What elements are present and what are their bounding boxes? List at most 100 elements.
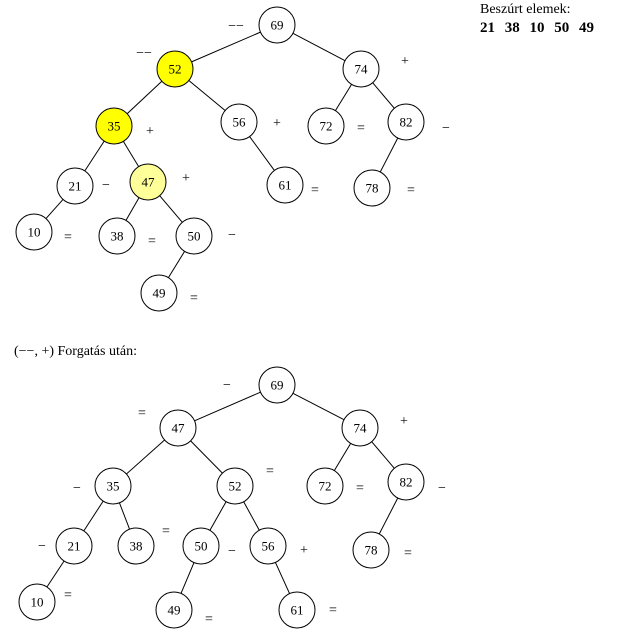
- node-key: 78: [366, 181, 379, 196]
- edge-82-78: [379, 137, 399, 173]
- node-circle: [258, 6, 296, 44]
- node-78: 78: [353, 169, 391, 207]
- balance-mark: =: [64, 588, 72, 603]
- node-circle: [266, 166, 304, 204]
- node-21: 21: [55, 527, 93, 565]
- node-circle: [175, 217, 213, 255]
- node-key: 82: [400, 475, 413, 490]
- edge-74-72: [334, 84, 353, 111]
- node-50: 50: [175, 217, 213, 255]
- edge-21-10: [46, 560, 65, 588]
- node-35: 35: [94, 467, 132, 505]
- node-circle: [159, 409, 197, 447]
- node-52: 52: [156, 50, 194, 88]
- node-key: 49: [168, 603, 181, 618]
- node-circle: [249, 527, 287, 565]
- edge-47-50: [159, 195, 183, 223]
- node-circle: [56, 167, 94, 205]
- node-key: 49: [153, 286, 166, 301]
- edge-52-50: [209, 501, 227, 531]
- edge-35-47: [122, 141, 140, 167]
- balance-mark: −: [73, 481, 81, 496]
- node-key: 78: [365, 543, 378, 558]
- node-key: 10: [28, 225, 41, 240]
- edge-47-38: [125, 197, 140, 221]
- node-21: 21: [56, 167, 94, 205]
- balance-mark: =: [311, 183, 319, 198]
- node-key: 69: [271, 18, 284, 33]
- node-circle: [306, 467, 344, 505]
- node-circle: [352, 531, 390, 569]
- node-key: 56: [233, 115, 247, 130]
- node-key: 21: [69, 179, 82, 194]
- node-key: 69: [271, 378, 284, 393]
- node-61: 61: [266, 166, 304, 204]
- node-69: 69: [258, 366, 296, 404]
- edge-52-35: [126, 80, 163, 115]
- node-52: 52: [216, 467, 254, 505]
- node-circle: [94, 467, 132, 505]
- node-key: 47: [172, 421, 186, 436]
- node-key: 47: [142, 175, 156, 190]
- edge-82-78: [378, 497, 399, 535]
- edge-69-52: [191, 31, 261, 63]
- node-key: 35: [108, 119, 121, 134]
- node-circle: [117, 527, 155, 565]
- node-47: 47: [159, 409, 197, 447]
- balance-mark: =: [356, 481, 364, 496]
- node-82: 82: [387, 463, 425, 501]
- edge-52-56: [188, 80, 226, 111]
- edge-50-49: [167, 251, 186, 278]
- node-circle: [342, 50, 380, 88]
- balance-mark: =: [162, 524, 170, 539]
- balance-mark: =: [357, 121, 365, 136]
- tree-after-rotation: 69−47=74+35−52=72=82−21−38=50−56+78=10=4…: [18, 366, 446, 629]
- node-56: 56: [220, 103, 258, 141]
- edge-74-82: [372, 82, 395, 109]
- edge-52-56: [243, 501, 260, 531]
- node-circle: [95, 107, 133, 145]
- balance-mark: =: [329, 603, 337, 618]
- node-circle: [182, 527, 220, 565]
- node-circle: [387, 103, 425, 141]
- edge-56-61: [249, 136, 275, 171]
- node-49: 49: [140, 274, 178, 312]
- rotation-caption: (−−, +) Forgatás után:: [14, 344, 137, 359]
- balance-mark: +: [273, 116, 281, 131]
- balance-mark: +: [300, 543, 308, 558]
- balance-mark: =: [205, 612, 213, 627]
- balance-mark: −: [438, 481, 446, 496]
- node-72: 72: [306, 467, 344, 505]
- node-56: 56: [249, 527, 287, 565]
- balance-mark: −−: [228, 19, 244, 34]
- balance-mark: =: [138, 406, 146, 421]
- node-key: 56: [262, 539, 276, 554]
- node-circle: [156, 50, 194, 88]
- balance-mark: =: [407, 183, 415, 198]
- edge-56-61: [274, 562, 291, 594]
- node-key: 50: [195, 539, 208, 554]
- edge-35-21: [83, 500, 104, 532]
- node-69: 69: [258, 6, 296, 44]
- node-key: 74: [354, 421, 368, 436]
- node-circle: [216, 467, 254, 505]
- node-key: 52: [229, 479, 242, 494]
- node-61: 61: [278, 591, 316, 629]
- node-circle: [258, 366, 296, 404]
- node-35: 35: [95, 107, 133, 145]
- node-74: 74: [342, 50, 380, 88]
- node-circle: [220, 103, 258, 141]
- node-key: 72: [320, 119, 333, 134]
- node-circle: [155, 591, 193, 629]
- node-key: 10: [31, 595, 44, 610]
- edge-47-35: [126, 439, 165, 475]
- balance-mark: =: [266, 464, 274, 479]
- inserted-elements-values: 21 38 10 50 49: [480, 20, 594, 36]
- node-38: 38: [98, 217, 136, 255]
- node-key: 61: [279, 178, 292, 193]
- balance-mark: −−: [136, 46, 152, 61]
- node-key: 52: [169, 62, 182, 77]
- node-circle: [353, 169, 391, 207]
- balance-mark: −: [228, 228, 236, 243]
